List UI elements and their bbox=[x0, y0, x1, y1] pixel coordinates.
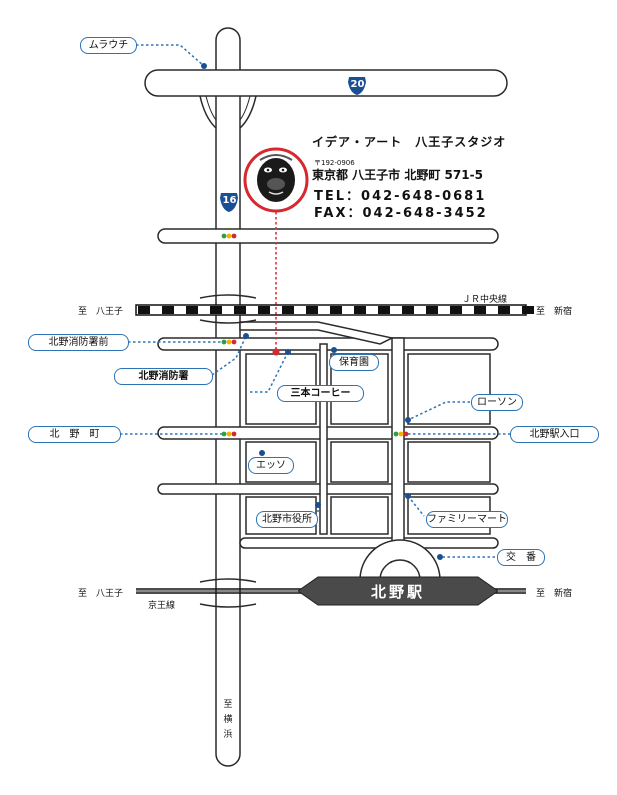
block bbox=[407, 441, 491, 483]
inner-vertical-road bbox=[319, 343, 328, 535]
middle-road bbox=[157, 483, 499, 495]
location-dot bbox=[331, 347, 337, 353]
landmark-koban: 交 番 bbox=[497, 549, 545, 566]
landmark-city-office: 北野市役所 bbox=[256, 511, 318, 528]
traffic-signal-icon bbox=[221, 233, 237, 239]
jr-rail-segment bbox=[210, 306, 222, 314]
kitano-station-shape bbox=[297, 576, 499, 606]
leader-line bbox=[136, 44, 205, 67]
diagonal-road bbox=[239, 321, 395, 345]
kitano-cho-road bbox=[157, 426, 499, 440]
landmark-fire-station-front: 北野消防署前 bbox=[28, 334, 129, 351]
location-dot bbox=[405, 493, 411, 499]
landmark-hoikuen: 保育園 bbox=[329, 354, 379, 371]
studio-zip: 〒192-0906 bbox=[314, 159, 355, 167]
jr-rail-segment bbox=[426, 306, 438, 314]
south-road bbox=[239, 537, 499, 549]
jr-rail-segment bbox=[330, 306, 342, 314]
keio-line-label: 京王線 bbox=[148, 601, 176, 611]
jr-rail-segment bbox=[354, 306, 366, 314]
landmark-esso: エッソ bbox=[248, 457, 294, 474]
route-shield-icon bbox=[220, 193, 238, 212]
location-dot bbox=[285, 349, 291, 355]
north-jr-road bbox=[157, 337, 499, 351]
route-shield-icon bbox=[348, 77, 366, 95]
traffic-signal-icon bbox=[221, 339, 237, 345]
route-20-ramp-right bbox=[239, 95, 257, 129]
route-20-number: 20 bbox=[350, 79, 365, 90]
route-20-road bbox=[144, 69, 508, 97]
jr-rail-segment bbox=[402, 306, 414, 314]
jr-chuo-line-label: ＪＲ中央線 bbox=[462, 295, 508, 305]
jr-rail-segment bbox=[186, 306, 198, 314]
east-vertical-road bbox=[391, 337, 405, 553]
location-dot bbox=[259, 450, 265, 456]
traffic-signal-icon bbox=[221, 431, 237, 437]
jr-rail-segment bbox=[162, 306, 174, 314]
studio-fax: FAX：042-648-3452 bbox=[314, 206, 488, 221]
block bbox=[407, 353, 491, 425]
location-dot bbox=[315, 502, 321, 508]
kitano-station-label: 北野駅 bbox=[370, 583, 425, 601]
leader-line bbox=[407, 401, 470, 421]
jr-rail-segment bbox=[138, 306, 150, 314]
location-dot bbox=[243, 333, 249, 339]
location-dot bbox=[201, 63, 207, 69]
landmark-fire-station: 北野消防署 bbox=[114, 368, 213, 385]
studio-tel: TEL：042-648-0681 bbox=[314, 189, 487, 204]
jr-rail-segment bbox=[282, 306, 294, 314]
studio-location-dot bbox=[272, 348, 280, 356]
gorilla-logo-icon bbox=[243, 147, 309, 213]
traffic-signal-icon bbox=[393, 431, 409, 437]
landmark-kitano-eki-iriguchi: 北野駅入口 bbox=[510, 426, 599, 443]
jr-rail-segment bbox=[474, 306, 486, 314]
block bbox=[330, 441, 389, 483]
to-hachioji-top-label: 至 八王子 bbox=[78, 307, 124, 317]
landmark-kitano-cho: 北 野 町 bbox=[28, 426, 121, 443]
jr-rail-segment bbox=[306, 306, 318, 314]
location-dot bbox=[437, 554, 443, 560]
jr-rail-segment bbox=[522, 306, 534, 314]
to-yokohama-label: 至横浜 bbox=[223, 700, 233, 740]
landmark-family-mart: ファミリーマート bbox=[426, 511, 508, 528]
leader-line bbox=[250, 351, 289, 393]
location-dot bbox=[405, 417, 411, 423]
jr-rail-segment bbox=[378, 306, 390, 314]
leader-line bbox=[407, 495, 425, 517]
jr-rail-segment bbox=[450, 306, 462, 314]
jr-rail-segment bbox=[498, 306, 510, 314]
route-16-road bbox=[215, 27, 241, 767]
studio-address: 東京都 八王子市 北野町 571-5 bbox=[312, 168, 483, 182]
upper-cross-road bbox=[157, 228, 499, 244]
landmark-lawson: ローソン bbox=[471, 394, 523, 411]
leader-line bbox=[211, 335, 247, 376]
landmark-murauchi: ムラウチ bbox=[80, 37, 137, 54]
route-16-number: 16 bbox=[222, 195, 237, 206]
to-shinjuku-top-label: 至 新宿 bbox=[536, 307, 573, 317]
block bbox=[330, 496, 389, 535]
studio-name: イデア・アート 八王子スタジオ bbox=[312, 135, 507, 149]
to-hachioji-bottom-label: 至 八王子 bbox=[78, 589, 124, 599]
route-20-ramp-left bbox=[199, 95, 217, 129]
jr-rail-segment bbox=[258, 306, 270, 314]
jr-rail-segment bbox=[234, 306, 246, 314]
to-shinjuku-bottom-label: 至 新宿 bbox=[536, 589, 573, 599]
landmark-sanbon-coffee: 三本コーヒー bbox=[277, 385, 364, 402]
